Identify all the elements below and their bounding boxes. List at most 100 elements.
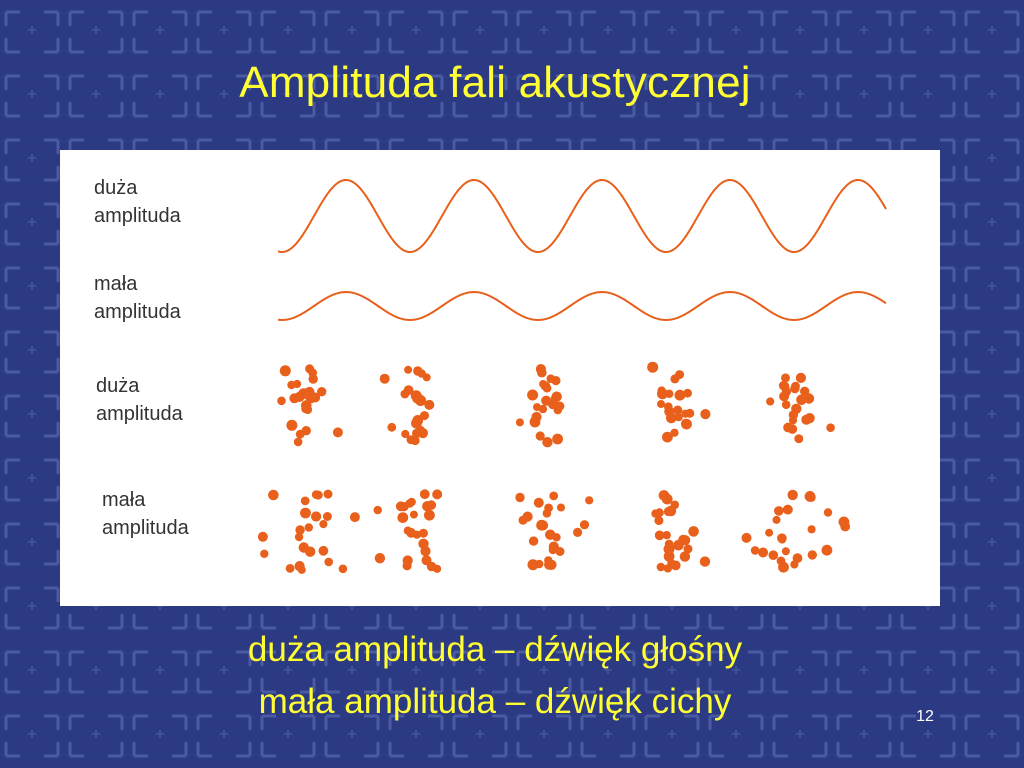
- particle: [418, 528, 428, 538]
- particle: [301, 426, 311, 436]
- particle: [533, 497, 544, 508]
- particle: [308, 374, 318, 384]
- particle: [670, 560, 681, 571]
- particle: [675, 370, 685, 380]
- particle: [663, 506, 674, 517]
- caption-loud: duża amplituda – dźwięk głośny: [247, 630, 743, 669]
- particle: [681, 409, 690, 418]
- particle: [294, 532, 304, 542]
- particle: [397, 512, 409, 523]
- particle: [552, 433, 563, 445]
- particle: [795, 372, 807, 383]
- particle: [542, 437, 553, 448]
- particle: [300, 508, 309, 518]
- particle: [542, 383, 552, 393]
- particle-cluster-small-4: [651, 490, 711, 573]
- particle: [317, 387, 327, 397]
- row-label-line2: amplituda: [102, 517, 189, 539]
- particle: [313, 490, 323, 500]
- particle: [412, 415, 424, 426]
- particle: [522, 511, 533, 522]
- particle: [807, 525, 816, 534]
- particle: [260, 549, 269, 558]
- particle: [651, 509, 660, 518]
- particle: [403, 385, 414, 395]
- page-number: 12: [916, 708, 934, 725]
- row-label-small-wave: mała amplituda: [94, 270, 181, 326]
- particle: [656, 562, 666, 572]
- row-label-large-particles: duża amplituda: [96, 372, 183, 428]
- particle: [402, 561, 412, 571]
- particle: [573, 527, 583, 537]
- particle: [807, 550, 817, 560]
- particle: [287, 380, 296, 390]
- particle: [663, 550, 675, 562]
- particle: [551, 376, 561, 386]
- particle: [268, 489, 279, 501]
- particle: [700, 409, 711, 420]
- particle-cluster-large-4: [647, 361, 711, 443]
- particle: [413, 393, 425, 405]
- particle: [699, 556, 711, 567]
- particle: [310, 392, 321, 403]
- slide-title: Amplituda fali akustycznej: [239, 58, 751, 107]
- particle: [301, 404, 310, 414]
- particle: [535, 364, 546, 375]
- particle: [293, 437, 303, 447]
- particle: [787, 489, 798, 501]
- particle-cluster-large-5: [766, 372, 835, 444]
- particle: [679, 551, 691, 562]
- particle: [404, 365, 413, 374]
- particle: [658, 490, 670, 501]
- particle: [548, 545, 558, 555]
- row-label-line2: amplituda: [94, 205, 181, 227]
- row-label-small-particles: mała amplituda: [102, 486, 189, 542]
- particle: [557, 503, 565, 512]
- row-label-line1: mała: [94, 273, 138, 295]
- particle: [654, 530, 665, 541]
- particle: [683, 388, 692, 398]
- particle: [758, 547, 769, 558]
- particle: [823, 508, 833, 517]
- particle: [840, 521, 851, 532]
- particle: [318, 545, 329, 556]
- particle: [794, 434, 804, 444]
- particle: [826, 423, 835, 433]
- particle: [546, 559, 557, 570]
- particle: [788, 410, 799, 420]
- particle: [311, 511, 322, 522]
- particle: [792, 553, 803, 563]
- row-label-line1: duża: [96, 375, 140, 397]
- particle-cluster-small-1: [257, 489, 360, 574]
- particle: [662, 531, 671, 540]
- particle: [305, 364, 315, 374]
- particle: [295, 525, 305, 535]
- particle: [654, 516, 664, 526]
- particle: [674, 389, 686, 401]
- particle: [542, 509, 552, 518]
- particle: [420, 546, 431, 557]
- particle: [774, 506, 784, 516]
- particle: [304, 523, 313, 532]
- particle-cluster-small-2: [373, 489, 443, 573]
- particle: [772, 515, 781, 524]
- particle: [664, 402, 673, 411]
- particle: [781, 373, 790, 383]
- particle: [776, 556, 786, 566]
- particle: [657, 400, 665, 408]
- particle: [781, 547, 790, 556]
- particle: [527, 559, 539, 571]
- particle: [657, 386, 666, 395]
- particle: [421, 555, 432, 566]
- particle: [666, 412, 677, 424]
- particle: [401, 429, 410, 439]
- particle: [433, 564, 442, 573]
- particle: [298, 542, 309, 553]
- particle: [323, 489, 333, 499]
- particle: [527, 389, 539, 401]
- particle: [778, 535, 787, 544]
- particle: [322, 512, 332, 521]
- particle: [766, 397, 775, 406]
- particle: [300, 496, 310, 506]
- particle: [424, 399, 435, 410]
